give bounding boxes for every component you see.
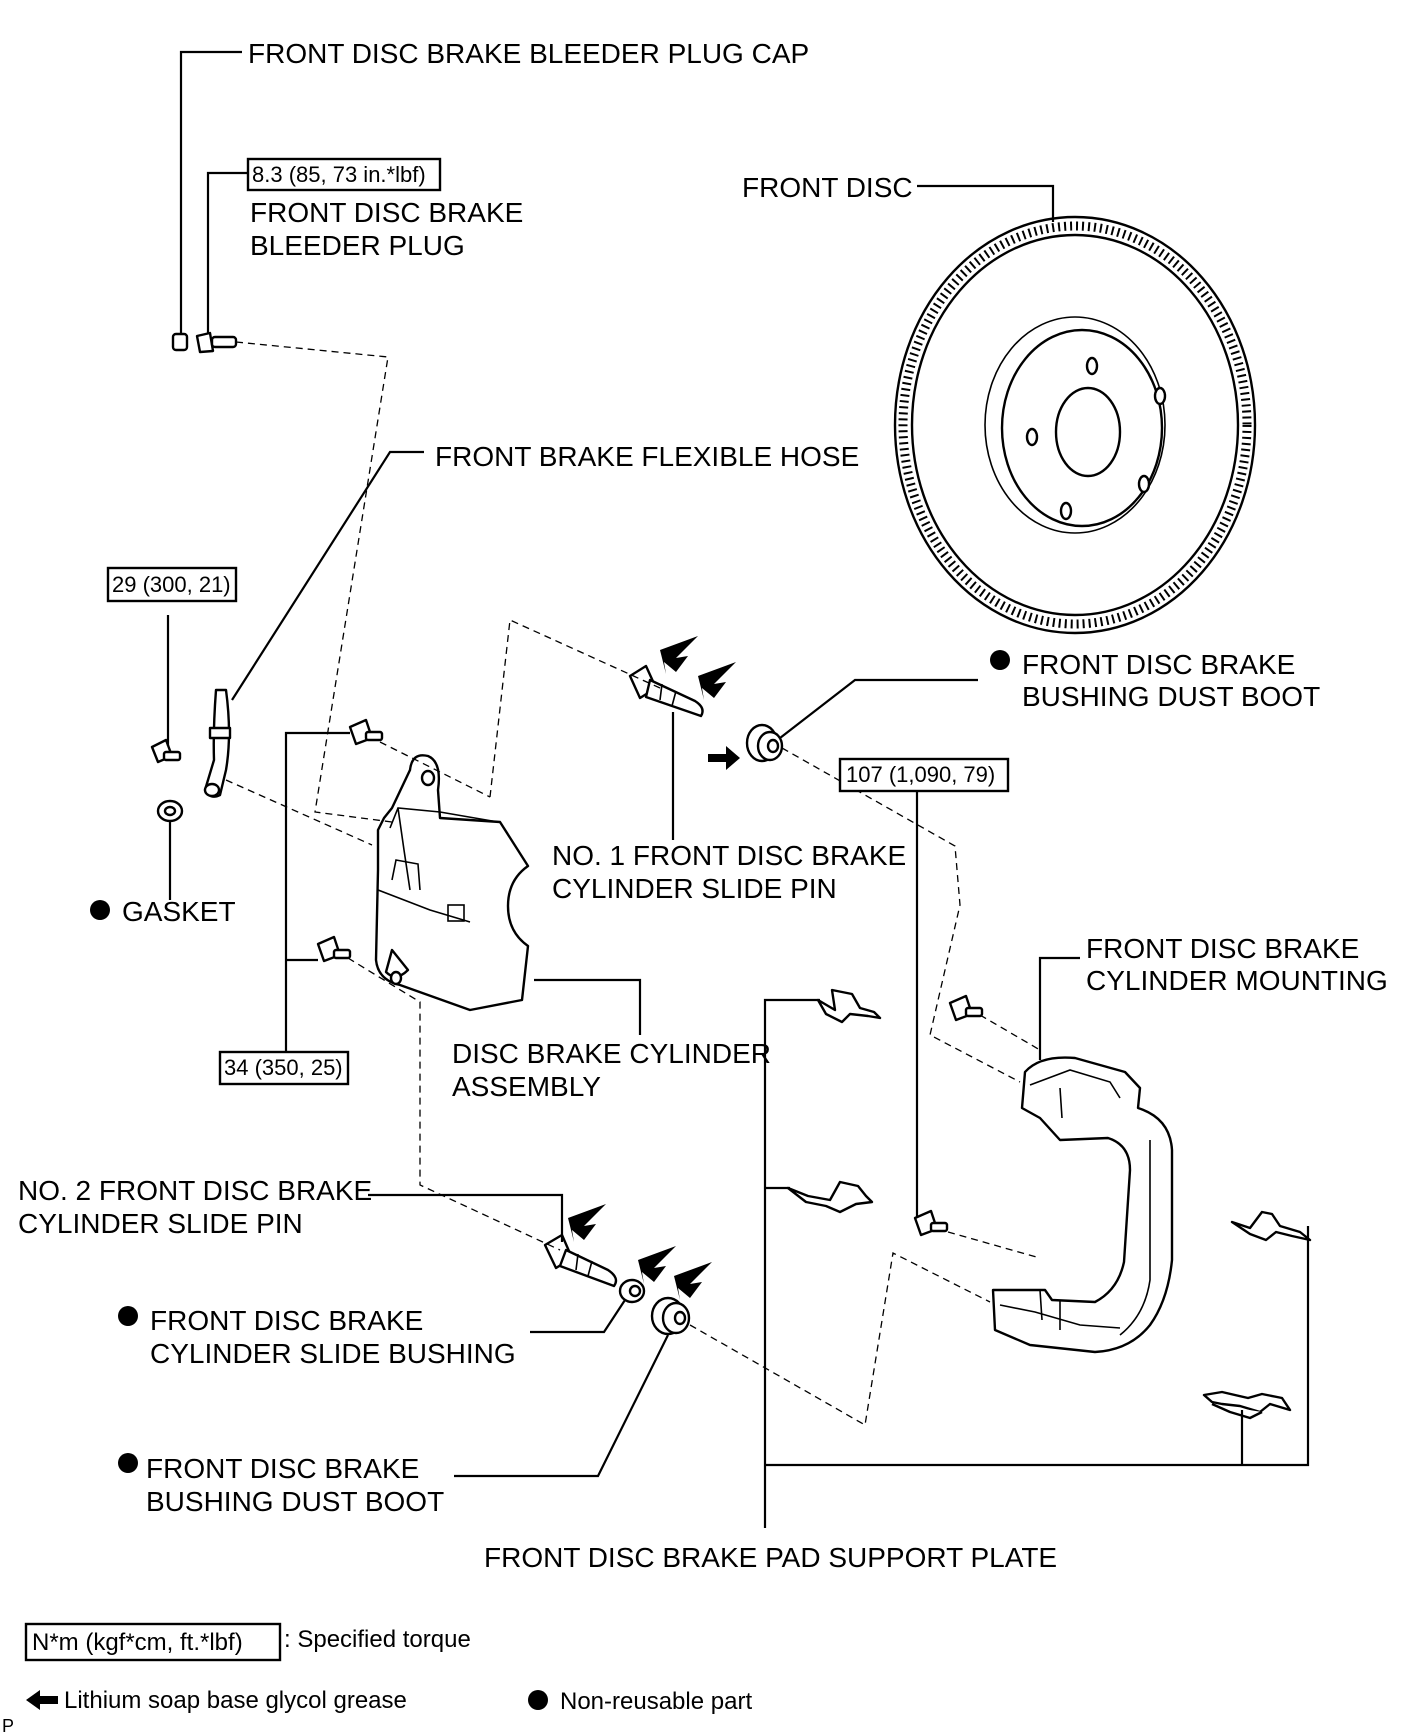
- grease-arrow-icon: [674, 1262, 712, 1300]
- grease-arrow-icon: [660, 636, 698, 674]
- leader-lines: [166, 50, 1310, 1528]
- label-flexible-hose: FRONT BRAKE FLEXIBLE HOSE: [435, 441, 859, 472]
- legend-grease-desc: Lithium soap base glycol grease: [64, 1687, 407, 1714]
- pad-support-plate-2-drawing: [786, 1180, 874, 1214]
- non-reusable-icon: [528, 1690, 548, 1710]
- non-reusable-icon: [90, 900, 110, 920]
- grease-arrow-icon: [698, 662, 736, 700]
- label-cylinder-mounting-1: FRONT DISC BRAKE: [1086, 933, 1359, 964]
- label-slide-pin-1-b: CYLINDER SLIDE PIN: [552, 873, 837, 904]
- gasket-drawing: [156, 799, 184, 823]
- non-reusable-icon: [990, 650, 1010, 670]
- mounting-bolt-upper-drawing: [948, 994, 984, 1022]
- label-cylinder-assembly-1: DISC BRAKE CYLINDER: [452, 1038, 771, 1069]
- label-slide-bushing-2: CYLINDER SLIDE BUSHING: [150, 1338, 516, 1369]
- torque-bleeder: 8.3 (85, 73 in.*lbf): [252, 162, 426, 187]
- torque-cylinder: 34 (350, 25): [224, 1055, 343, 1080]
- label-gasket: GASKET: [122, 896, 236, 927]
- non-reusable-icon: [118, 1306, 138, 1326]
- legend: N*m (kgf*cm, ft.*lbf) : Specified torque…: [24, 1622, 752, 1715]
- label-bleeder-plug-1: FRONT DISC BRAKE: [250, 197, 523, 228]
- torque-box-hose: [106, 566, 238, 603]
- label-slide-pin-2-b: CYLINDER SLIDE PIN: [18, 1208, 303, 1239]
- label-front-disc: FRONT DISC: [742, 172, 913, 203]
- grease-arrow-icon: [568, 1204, 606, 1242]
- slide-bushing-drawing: [618, 1278, 646, 1304]
- legend-torque-desc: : Specified torque: [284, 1626, 471, 1653]
- grease-arrow-icon: [26, 1690, 58, 1710]
- pad-support-plate-1-drawing: [816, 988, 882, 1024]
- non-reusable-icon: [118, 1453, 138, 1473]
- flexible-hose-drawing: [203, 688, 232, 798]
- mounting-bolt-lower-drawing: [913, 1209, 949, 1237]
- label-dust-boot-bottom-2: BUSHING DUST BOOT: [146, 1486, 444, 1517]
- pad-support-plate-3-drawing: [1230, 1210, 1312, 1242]
- torque-mounting: 107 (1,090, 79): [846, 762, 995, 787]
- dust-boot-lower-drawing: [650, 1296, 691, 1336]
- torque-box-bleeder: [246, 157, 442, 192]
- slide-pin-2-drawing: [543, 1233, 618, 1288]
- legend-torque-box: [24, 1622, 282, 1662]
- grease-arrow-icon: [708, 746, 740, 770]
- grease-arrow-icon: [638, 1246, 676, 1284]
- label-bleeder-plug-2: BLEEDER PLUG: [250, 230, 465, 261]
- torque-box-mounting: [838, 757, 1010, 793]
- torque-box-cylinder: [218, 1050, 350, 1086]
- label-slide-bushing-1: FRONT DISC BRAKE: [150, 1305, 423, 1336]
- legend-nonreusable-desc: Non-reusable part: [560, 1688, 752, 1715]
- slide-pin-1-drawing: [628, 664, 704, 718]
- bleeder-plug-drawing: [195, 331, 238, 354]
- pad-support-plate-4-drawing: [1202, 1390, 1292, 1420]
- hose-bolt-drawing: [150, 738, 182, 764]
- label-dust-boot-top-2: BUSHING DUST BOOT: [1022, 681, 1320, 712]
- label-cylinder-assembly-2: ASSEMBLY: [452, 1071, 601, 1102]
- bleeder-plug-cap-drawing: [171, 332, 189, 352]
- label-pad-support-plate: FRONT DISC BRAKE PAD SUPPORT PLATE: [484, 1542, 1057, 1573]
- label-slide-pin-1-a: NO. 1 FRONT DISC BRAKE: [552, 840, 906, 871]
- dust-boot-upper-drawing: [745, 723, 784, 763]
- label-dust-boot-top-1: FRONT DISC BRAKE: [1022, 649, 1295, 680]
- cylinder-bolt-upper-drawing: [348, 718, 384, 746]
- front-disc-drawing: [893, 215, 1257, 635]
- alignment-lines: [225, 341, 1041, 1427]
- cylinder-mounting-drawing: [991, 1056, 1174, 1354]
- cylinder-bolt-lower-drawing: [316, 935, 352, 963]
- corner-mark: P: [2, 1716, 14, 1734]
- grease-arrows: [568, 636, 740, 1300]
- label-dust-boot-bottom-1: FRONT DISC BRAKE: [146, 1453, 419, 1484]
- torque-hose: 29 (300, 21): [112, 572, 231, 597]
- label-cylinder-mounting-2: CYLINDER MOUNTING: [1086, 965, 1388, 996]
- label-slide-pin-2-a: NO. 2 FRONT DISC BRAKE: [18, 1175, 372, 1206]
- cylinder-assembly-drawing: [374, 754, 530, 1012]
- legend-torque-unit: N*m (kgf*cm, ft.*lbf): [32, 1629, 243, 1656]
- label-bleeder-plug-cap: FRONT DISC BRAKE BLEEDER PLUG CAP: [248, 38, 809, 69]
